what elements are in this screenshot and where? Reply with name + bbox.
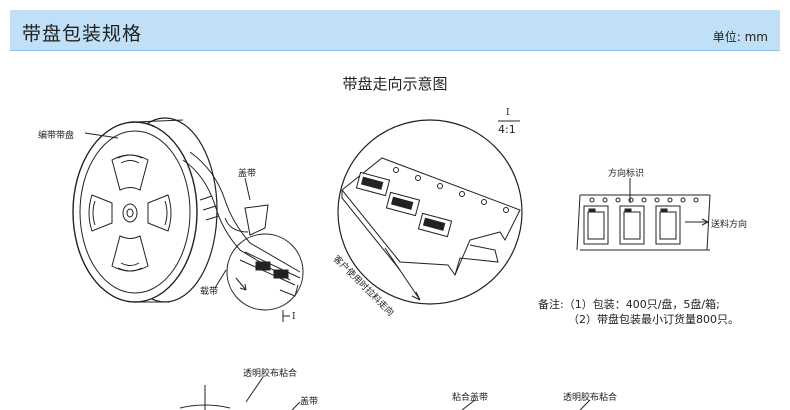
cover-tape-label: 盖带	[238, 169, 257, 179]
packaging-notes: 备注:（1）包装：400只/盘，5盘/箱; （2）带盘包装最小订货量800只。	[538, 297, 739, 327]
feed-direction-label: 送料方向	[711, 220, 748, 230]
reel-label: 编带带盘	[38, 131, 75, 141]
bottom-cover-tape-label: 盖带	[300, 397, 319, 407]
carrier-tape-label: 载带	[200, 287, 219, 297]
magnified-view-drawing	[337, 119, 523, 305]
direction-mark-label: 方向标识	[608, 169, 645, 179]
reel-drawing	[72, 117, 218, 303]
bottom-transparent-tape-label-1: 透明胶布粘合	[243, 369, 298, 379]
bottom-transparent-tape-label-2: 透明胶布粘合	[563, 393, 618, 403]
tape-drawing	[84, 132, 304, 322]
section-mark-top-label: I	[506, 108, 510, 118]
unit-label: 单位: mm	[712, 30, 768, 44]
note-line-2: （2）带盘包装最小订货量800只。	[568, 313, 739, 326]
section-title: 带盘包装规格	[22, 23, 143, 45]
diagram-title: 带盘走向示意图	[342, 75, 448, 93]
note-line-1: 备注:（1）包装：400只/盘，5盘/箱;	[538, 298, 720, 311]
section-header: 带盘包装规格 单位: mm	[10, 10, 780, 51]
section-mark-label: I	[292, 312, 296, 322]
tape-strip-drawing	[576, 178, 711, 251]
scale-label: 4:1	[498, 123, 516, 136]
bottom-bonded-cover-tape-label: 粘合盖带	[452, 393, 489, 403]
bottom-drawing	[179, 376, 591, 410]
